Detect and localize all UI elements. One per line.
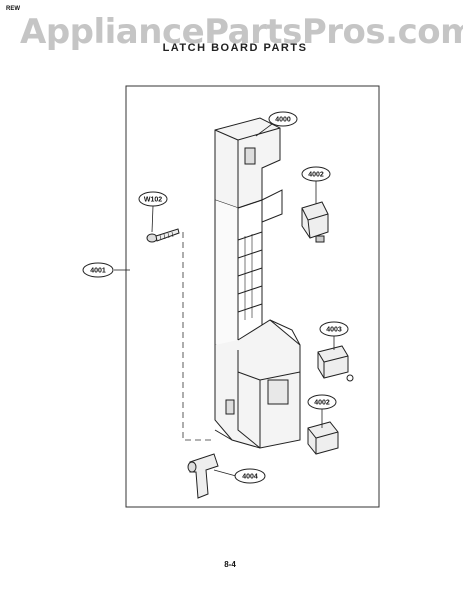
micro-switch-4002-upper: [301, 201, 329, 243]
micro-switch-4003: [317, 345, 354, 382]
watermark: AppliancePartsPros.com: [20, 12, 463, 52]
svg-text:4001: 4001: [90, 268, 106, 275]
svg-text:4003: 4003: [326, 327, 342, 334]
callout-4001: 4001: [82, 262, 114, 278]
latch-board-body: [214, 117, 301, 449]
callout-4004: 4004: [234, 468, 266, 484]
lever-4004: [187, 453, 219, 499]
callout-4003: 4003: [319, 321, 349, 337]
micro-switch-4002-lower: [307, 421, 339, 455]
svg-text:4002: 4002: [314, 400, 330, 407]
svg-text:4002: 4002: [308, 172, 324, 179]
callout-4000: 4000: [268, 111, 298, 127]
diagram-frame: [125, 85, 380, 508]
leader-lines: [114, 123, 335, 477]
assembly-guide-line: [182, 232, 215, 441]
svg-text:W102: W102: [144, 197, 162, 204]
svg-text:4000: 4000: [275, 117, 291, 124]
callout-4002-upper: 4002: [301, 166, 331, 182]
callout-w102: W102: [138, 191, 168, 207]
page-number: 8-4: [224, 560, 236, 569]
screw-w102: [146, 228, 180, 243]
corner-mark: REW: [6, 6, 20, 12]
callout-4002-lower: 4002: [307, 394, 337, 410]
diagram-title: LATCH BOARD PARTS: [162, 42, 308, 54]
svg-text:4004: 4004: [242, 474, 258, 481]
